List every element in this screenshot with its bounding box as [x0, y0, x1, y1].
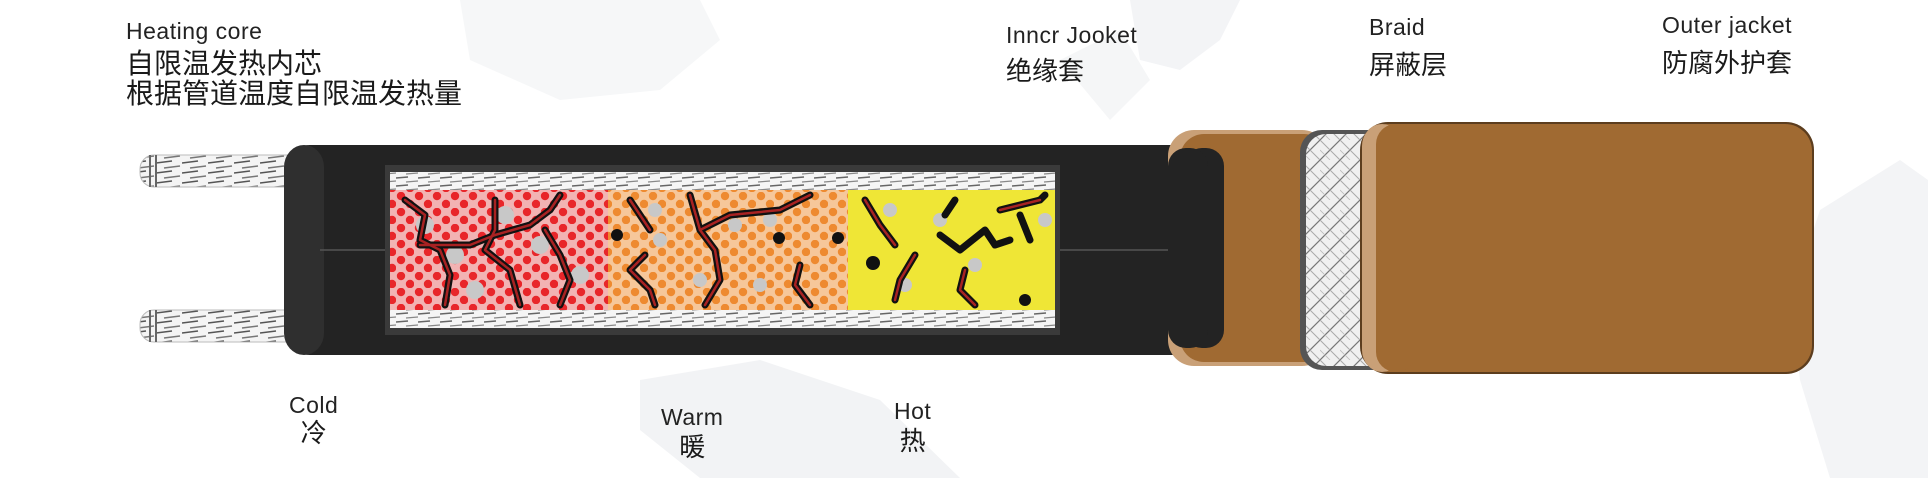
heating-core-en: Heating core [126, 18, 263, 44]
inner-jacket-zh: 绝缘套 [1006, 57, 1085, 88]
warm-zh: 暖 [679, 433, 706, 464]
heating-core-zh-line2: 根据管道温度自限温发热量 [126, 76, 463, 110]
outer-jacket-zh: 防腐外护套 [1662, 49, 1793, 80]
heating-core-zh-line1: 自限温发热内芯 [126, 47, 323, 81]
inner-jacket-en: Inncr Jooket [1006, 22, 1138, 48]
cold-zh: 冷 [300, 419, 327, 450]
heating-core-label: Heating core 自限温发热内芯 根据管道温度自限温发热量 [126, 18, 462, 110]
cold-en: Cold [289, 392, 339, 418]
braid-label: Braid 屏蔽层 [1369, 14, 1447, 82]
braid-en: Braid [1369, 14, 1426, 40]
outer-jacket-en: Outer jacket [1662, 12, 1792, 38]
warm-label: Warm 暖 [661, 404, 723, 464]
hot-label: Hot 热 [894, 398, 931, 458]
inner-brown-layer [1168, 130, 1328, 366]
inner-jacket-label: Inncr Jooket 绝缘套 [1006, 22, 1137, 88]
braid-zh: 屏蔽层 [1369, 51, 1448, 82]
bus-wires [139, 154, 301, 343]
hot-en: Hot [894, 398, 932, 424]
hot-zh: 热 [899, 427, 926, 458]
outer-jacket-label: Outer jacket 防腐外护套 [1662, 12, 1792, 80]
outer-jacket-layer [1360, 122, 1814, 374]
cold-label: Cold 冷 [289, 392, 338, 450]
heating-core-window [385, 165, 1060, 335]
warm-en: Warm [661, 404, 724, 430]
